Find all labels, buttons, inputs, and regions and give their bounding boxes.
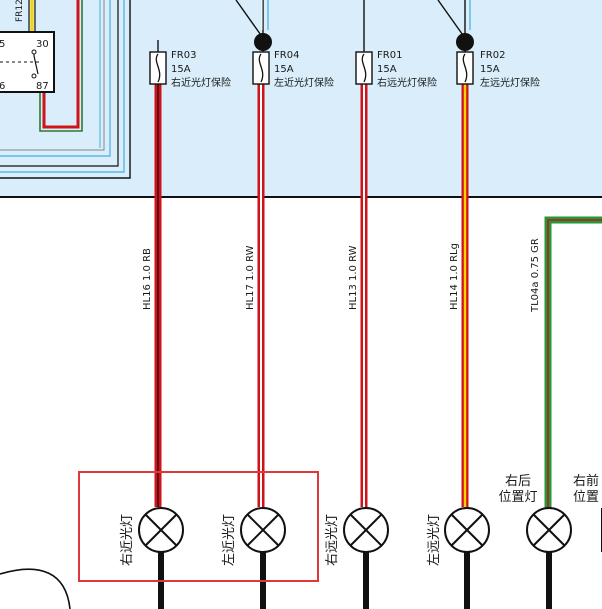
lamp-label: 左远光灯 — [427, 514, 442, 566]
fuse-id: FR03 — [171, 50, 196, 61]
wire-label-hl17: HL17 1.0 RW — [245, 245, 256, 310]
fuse-rating: 15A — [274, 64, 294, 75]
wire-label-tl04a: TL04a 0.75 GR — [530, 238, 541, 313]
wire-label-hl13: HL13 1.0 RW — [348, 245, 359, 310]
wire-label-hl14: HL14 1.0 RLg — [449, 243, 460, 310]
fuse-desc: 左远光灯保险 — [480, 76, 540, 89]
relay-switch-contact — [33, 55, 39, 75]
fuse-desc: 右近光灯保险 — [171, 76, 231, 89]
lamp-right-low-beam: 右近光灯 — [120, 507, 184, 566]
wire-tl04a — [544, 216, 602, 508]
relay-routing-lines — [0, 0, 131, 179]
fuse-fr04: FR04 15A 左近光灯保险 — [252, 50, 334, 89]
fuse-rating: 15A — [377, 64, 397, 75]
wire-label-hl16: HL16 1.0 RB — [142, 248, 153, 310]
fuse-id: FR02 — [480, 50, 505, 61]
relay-name: FR12 — [15, 0, 25, 22]
lamp-label: 右近光灯 — [120, 514, 135, 566]
relay-fr12: FR12 5 30 6 87 — [0, 0, 55, 93]
relay-pin-6: 6 — [0, 81, 5, 92]
fuse-fr02: FR02 15A 左远光灯保险 — [456, 50, 540, 89]
fuse-id: FR04 — [274, 50, 299, 61]
relay-pin-5: 5 — [0, 39, 5, 50]
relay-pin-87: 87 — [36, 81, 49, 92]
lamp-label: 左近光灯 — [222, 514, 237, 566]
lamp-label-line1: 右前 — [573, 473, 599, 489]
fuse-id: FR01 — [377, 50, 402, 61]
lamp-label-line2: 位置 — [573, 490, 599, 505]
fuse-fr03: FR03 15A 右近光灯保险 — [149, 50, 231, 89]
fuse-rating: 15A — [480, 64, 500, 75]
fuse-rating: 15A — [171, 64, 191, 75]
partial-component-outline — [0, 568, 71, 609]
lamp-right-front-position: 右前 位置 — [573, 473, 602, 552]
fuse-desc: 右远光灯保险 — [377, 76, 437, 89]
junction-dot-fr04 — [254, 33, 272, 51]
lamp-label-line1: 右后 — [505, 474, 531, 489]
fuse-fr01: FR01 15A 右远光灯保险 — [355, 50, 437, 89]
fuse-box-area — [0, 0, 602, 197]
relay-pin-30: 30 — [36, 39, 49, 50]
lamp-left-high-beam: 左远光灯 — [427, 507, 490, 566]
lamp-left-low-beam: 左近光灯 — [222, 507, 286, 566]
fuse-supply-lines — [157, 0, 474, 52]
lamp-label: 右远光灯 — [325, 514, 340, 566]
highlight-box — [78, 471, 319, 582]
lamp-right-high-beam: 右远光灯 — [325, 507, 389, 566]
lamp-label-line2: 位置灯 — [498, 490, 537, 505]
lamp-right-rear-position: 右后 位置灯 — [498, 474, 572, 553]
junction-dot-fr02 — [456, 33, 474, 51]
fuse-desc: 左近光灯保险 — [274, 76, 334, 89]
